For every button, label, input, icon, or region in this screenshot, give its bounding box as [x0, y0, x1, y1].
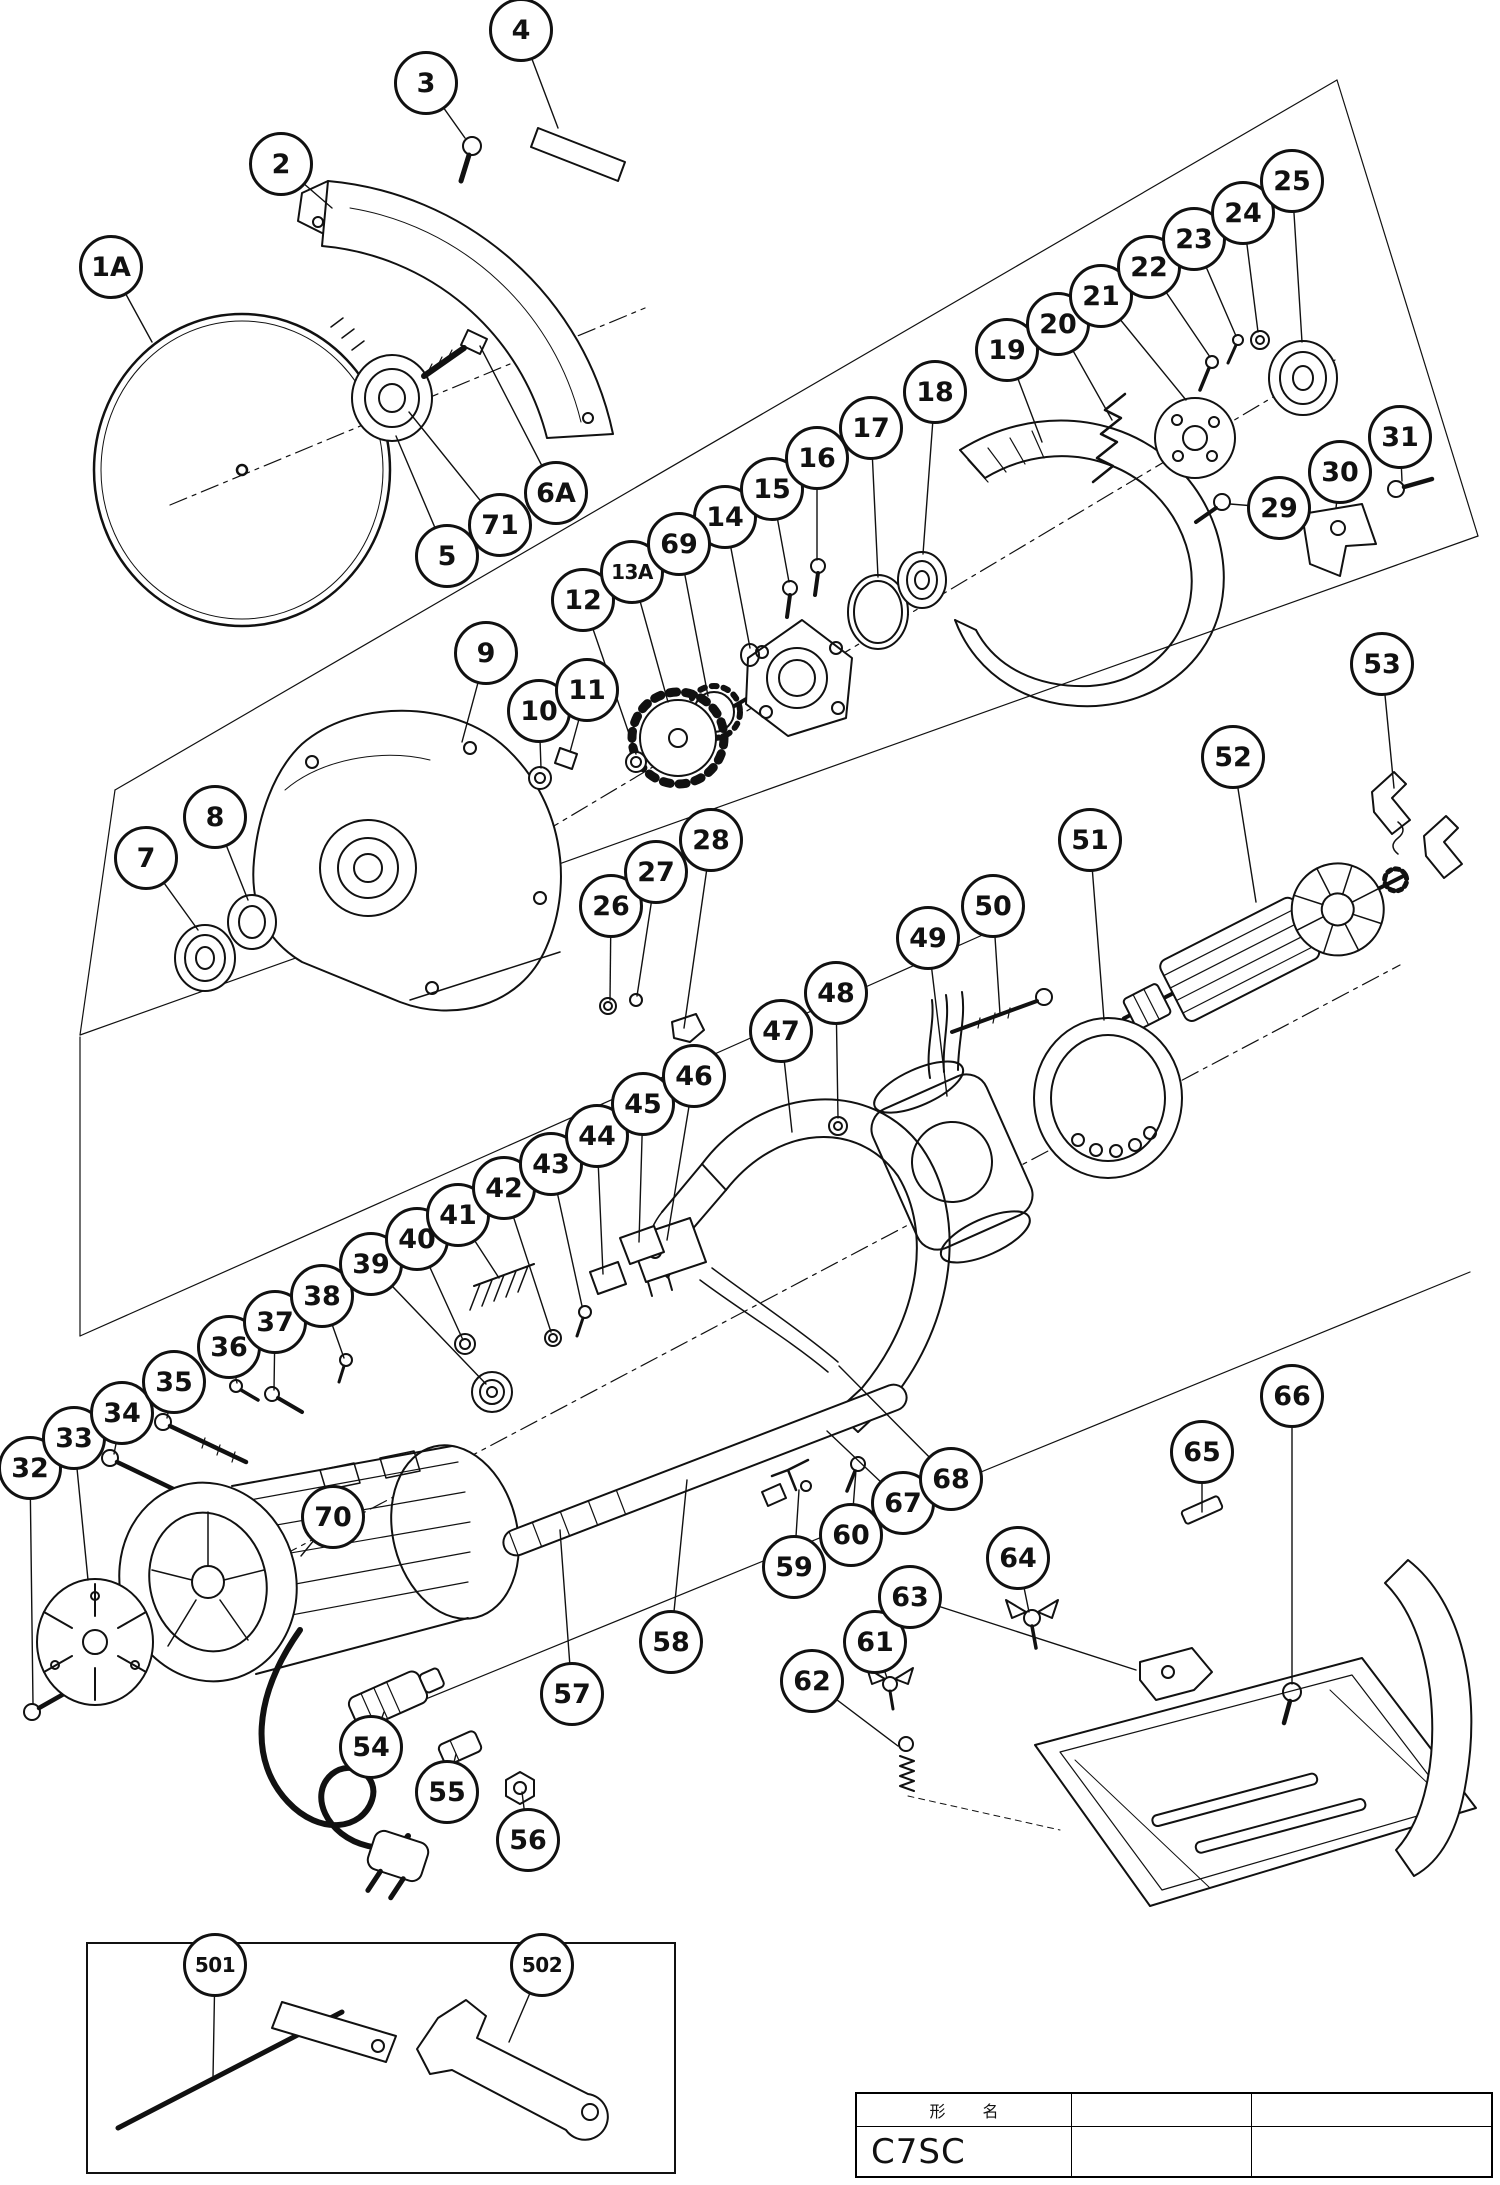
callout-6A: 6A	[524, 461, 588, 525]
saw-blade-drawing	[92, 312, 392, 628]
callout-35: 35	[142, 1350, 206, 1414]
callout-19: 19	[975, 318, 1039, 382]
callout-501: 501	[183, 1933, 247, 1997]
bearing-25-drawing	[1268, 340, 1338, 416]
callout-16: 16	[785, 426, 849, 490]
callout-51: 51	[1058, 808, 1122, 872]
callout-59: 59	[762, 1535, 826, 1599]
armature-drawing	[1121, 862, 1410, 1030]
plate-4-drawing	[530, 127, 626, 182]
callout-17: 17	[839, 396, 903, 460]
small-screws-22-24-drawing	[1198, 330, 1270, 392]
clip-parts-drawing	[599, 993, 848, 1136]
callout-31: 31	[1368, 405, 1432, 469]
cord-assembly-drawing	[258, 1627, 535, 1901]
model-name-table: 形 名 C7SC	[855, 2092, 1493, 2178]
callout-65: 65	[1170, 1420, 1234, 1484]
callout-62: 62	[780, 1649, 844, 1713]
callout-64: 64	[986, 1526, 1050, 1590]
bearing-holder-drawing	[740, 558, 853, 737]
callout-24: 24	[1211, 181, 1275, 245]
flange-21-drawing	[1154, 397, 1236, 479]
callout-67: 67	[871, 1471, 935, 1535]
callout-70: 70	[301, 1485, 365, 1549]
handle-bar-drawing	[502, 1383, 908, 1557]
callout-2: 2	[249, 132, 313, 196]
callout-36: 36	[197, 1315, 261, 1379]
small-parts-drawing	[229, 1225, 665, 1414]
callout-8: 8	[183, 785, 247, 849]
table-empty-cell-1	[1072, 2094, 1252, 2127]
callout-3: 3	[394, 51, 458, 115]
callout-42: 42	[472, 1156, 536, 1220]
callout-69: 69	[647, 512, 711, 576]
callout-29: 29	[1247, 476, 1311, 540]
blade-washers-drawing	[351, 329, 488, 442]
callout-63: 63	[878, 1565, 942, 1629]
table-empty-cell-2	[1252, 2094, 1491, 2127]
model-name-value: C7SC	[857, 2127, 1072, 2176]
callout-50: 50	[961, 874, 1025, 938]
table-empty-cell-3	[1072, 2127, 1252, 2176]
callout-55: 55	[415, 1760, 479, 1824]
callout-27: 27	[624, 840, 688, 904]
callout-1A: 1A	[79, 235, 143, 299]
base-drawing	[1034, 1559, 1477, 1907]
accessory-box	[86, 1942, 676, 2174]
leader-line-32	[29, 1467, 34, 1705]
handle-drawing	[648, 1098, 951, 1433]
callout-7: 7	[114, 826, 178, 890]
screw-3-drawing	[458, 136, 482, 184]
callout-54: 54	[339, 1715, 403, 1779]
bearing-18-drawing	[897, 551, 947, 609]
callout-58: 58	[639, 1610, 703, 1674]
callout-9: 9	[454, 621, 518, 685]
callout-25: 25	[1260, 149, 1324, 213]
callout-28: 28	[679, 808, 743, 872]
fan-guide-drawing	[36, 1578, 154, 1706]
housing-ring-drawing	[1033, 1017, 1183, 1179]
callout-37: 37	[243, 1290, 307, 1354]
upper-guard-drawing	[297, 180, 614, 439]
callout-71: 71	[468, 493, 532, 557]
callout-43: 43	[519, 1132, 583, 1196]
callout-66: 66	[1260, 1364, 1324, 1428]
callout-49: 49	[896, 906, 960, 970]
callout-12: 12	[551, 568, 615, 632]
lower-guard-drawing	[954, 419, 1225, 708]
motor-housing-drawing	[118, 1444, 520, 1683]
callout-56: 56	[496, 1808, 560, 1872]
spacer-parts-drawing	[528, 747, 578, 790]
leader-line-63	[909, 1596, 1137, 1671]
bearing-7-8-drawing	[174, 894, 277, 992]
callout-502: 502	[510, 1933, 574, 1997]
callout-52: 52	[1201, 725, 1265, 789]
table-empty-cell-4	[1252, 2127, 1491, 2176]
callout-57: 57	[540, 1662, 604, 1726]
callout-18: 18	[903, 360, 967, 424]
accessory-tools-drawing	[115, 1999, 609, 2141]
gear-case-drawing	[252, 709, 562, 1012]
callout-38: 38	[290, 1264, 354, 1328]
brush-holder-drawing	[1371, 771, 1463, 879]
model-name-label: 形 名	[857, 2094, 1072, 2127]
callout-11: 11	[555, 658, 619, 722]
callout-48: 48	[804, 961, 868, 1025]
callout-46: 46	[662, 1044, 726, 1108]
callout-47: 47	[749, 999, 813, 1063]
bolt-50-drawing	[950, 988, 1053, 1034]
callout-5: 5	[415, 524, 479, 588]
callout-4: 4	[489, 0, 553, 62]
callout-30: 30	[1308, 440, 1372, 504]
callout-53: 53	[1350, 632, 1414, 696]
callout-68: 68	[919, 1447, 983, 1511]
lever-parts-drawing	[1194, 476, 1435, 577]
